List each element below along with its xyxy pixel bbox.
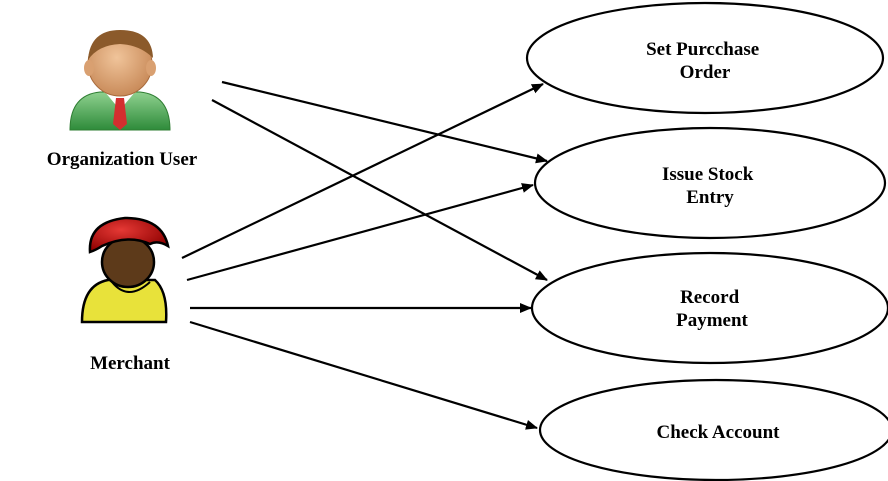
actor-label-merchant: Merchant bbox=[90, 353, 171, 374]
use-case-record-payment[interactable]: Record Payment bbox=[530, 251, 888, 365]
svg-text:Record Payment: Record Payment bbox=[676, 287, 748, 331]
use-case-label-line: Record bbox=[680, 287, 740, 308]
business-user-icon bbox=[69, 30, 171, 131]
actor-merchant: Merchant bbox=[80, 216, 171, 374]
use-case-label-line: Issue Stock bbox=[662, 164, 754, 185]
svg-text:Check Account: Check Account bbox=[657, 422, 781, 443]
use-case-check-account[interactable]: Check Account bbox=[538, 378, 888, 481]
association-org-stock bbox=[221, 80, 548, 164]
svg-text:Set Purcchase Order: Set Purcchase Order bbox=[646, 39, 764, 83]
use-case-label-line: Set Purcchase bbox=[646, 39, 759, 60]
association-lines bbox=[181, 80, 548, 430]
use-case-label-line: Order bbox=[680, 62, 731, 83]
use-case-label-line: Check Account bbox=[657, 422, 781, 443]
actor-organization-user: Organization User bbox=[47, 30, 198, 170]
association-org-payment bbox=[211, 99, 548, 281]
merchant-person-icon bbox=[80, 216, 170, 324]
association-merchant-stock bbox=[186, 183, 534, 282]
use-case-set-purchase-order[interactable]: Set Purcchase Order bbox=[525, 1, 885, 115]
association-merchant-purchase bbox=[181, 83, 544, 259]
use-case-label-line: Entry bbox=[686, 187, 734, 208]
svg-text:Issue Stock Entry: Issue Stock Entry bbox=[662, 164, 758, 208]
association-merchant-account bbox=[189, 320, 538, 430]
actor-label-organization-user: Organization User bbox=[47, 149, 198, 170]
use-case-issue-stock-entry[interactable]: Issue Stock Entry bbox=[533, 126, 887, 240]
use-case-label-line: Payment bbox=[676, 310, 748, 331]
